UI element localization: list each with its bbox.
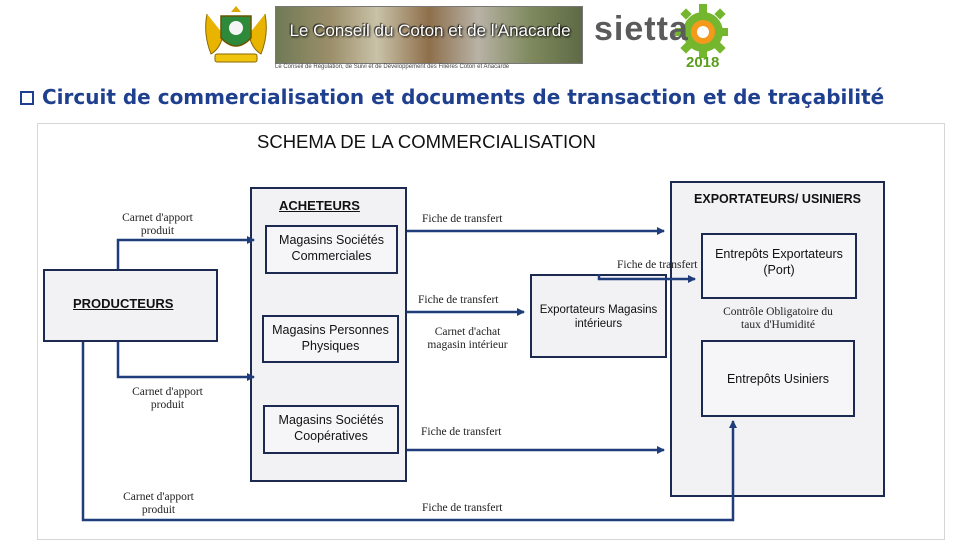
magasins-personnes-label: Magasins Personnes Physiques xyxy=(272,323,389,353)
coat-of-arms-logo xyxy=(205,6,267,63)
page-heading: Circuit de commercialisation et document… xyxy=(20,85,884,109)
council-banner: Le Conseil du Coton et de l'Anacarde xyxy=(275,6,583,64)
carnet-apport-label-2: Carnet d'apport produit xyxy=(132,386,203,412)
checkbox-bullet-icon xyxy=(20,91,34,105)
exportateurs-usiniers-box xyxy=(670,181,885,497)
producteurs-box xyxy=(43,269,218,342)
magasins-cooperatives-label: Magasins Sociétés Coopératives xyxy=(278,413,384,443)
entrepots-exportateurs-box xyxy=(701,233,857,299)
banner-subtitle: Le Conseil de Régulation, de Suivi et de… xyxy=(275,64,510,70)
exportateurs-interieurs-label: Exportateurs Magasins intérieurs xyxy=(539,304,658,331)
fiche-transfert-label-5: Fiche de transfert xyxy=(422,502,503,514)
fiche-transfert-label-2: Fiche de transfert xyxy=(617,259,698,271)
carnet-achat-label: Carnet d'achat magasin intérieur xyxy=(427,326,508,352)
banner-title: Le Conseil du Coton et de l'Anacarde xyxy=(289,21,571,40)
fiche-transfert-label-1: Fiche de transfert xyxy=(422,213,503,225)
fiche-transfert-label-3: Fiche de transfert xyxy=(418,294,499,306)
event-logo-text: sietta xyxy=(594,10,689,48)
acheteurs-title: ACHETEURS xyxy=(279,198,360,213)
entrepots-exportateurs-label: Entrepôts Exportateurs (Port) xyxy=(715,247,843,277)
magasins-commerciales-box xyxy=(265,225,398,274)
gear-icon xyxy=(675,4,728,58)
carnet-apport-label-3: Carnet d'apport produit xyxy=(123,491,194,517)
controle-humidite-label: Contrôle Obligatoire du taux d'Humidité xyxy=(723,306,833,332)
entrepots-usiniers-label: Entrepôts Usiniers xyxy=(726,372,830,386)
carnet-apport-label-1: Carnet d'apport produit xyxy=(122,212,193,238)
magasins-commerciales-label: Magasins Sociétés Commerciales xyxy=(279,233,384,263)
fiche-transfert-label-4: Fiche de transfert xyxy=(421,426,502,438)
event-year: 2018 xyxy=(686,54,720,71)
exportateurs-usiniers-title: EXPORTATEURS/ USINIERS xyxy=(694,192,861,206)
producteurs-label: PRODUCTEURS xyxy=(73,296,174,311)
page-heading-text: Circuit de commercialisation et document… xyxy=(42,85,885,109)
diagram-title: SCHEMA DE LA COMMERCIALISATION xyxy=(257,131,596,152)
